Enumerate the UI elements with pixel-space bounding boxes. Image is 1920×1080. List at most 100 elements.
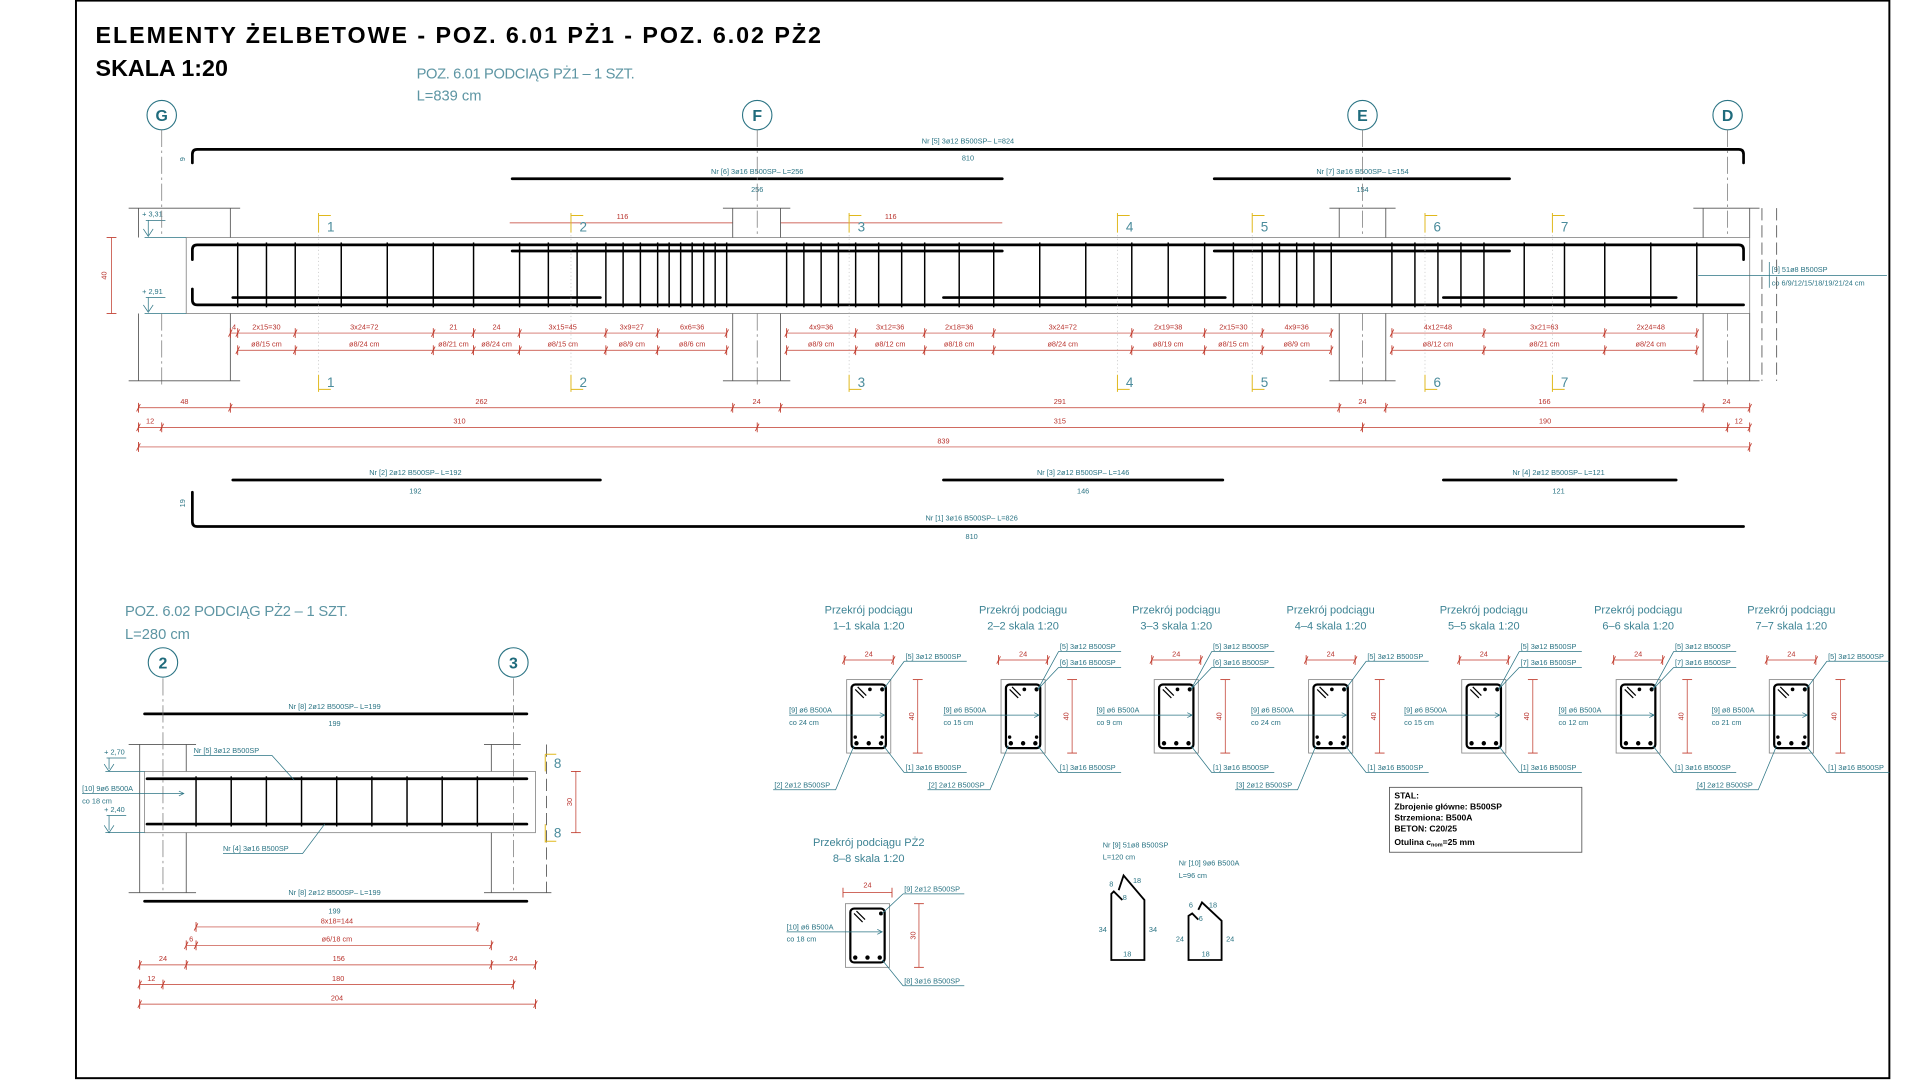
width-label: 24 bbox=[1172, 649, 1180, 658]
leader bbox=[1037, 745, 1122, 774]
section-subtitle: 7–7 skala 1:20 bbox=[1756, 620, 1828, 632]
rebar-dot bbox=[1020, 741, 1026, 746]
stirrup-hook bbox=[1009, 686, 1022, 699]
stirrup-diameter-label: ø8/9 cm bbox=[1283, 340, 1309, 349]
stirrup-spacing: co 15 cm bbox=[943, 718, 973, 727]
height-label: 40 bbox=[1677, 712, 1686, 720]
stirrup-diameter-label: ø8/15 cm bbox=[547, 340, 578, 349]
pz2-stirrup-spacing: co 18 cm bbox=[82, 796, 112, 805]
dimension-label: 24 bbox=[1722, 397, 1730, 406]
level-label: + 2,70 bbox=[104, 747, 125, 756]
pz2-level-top: + 2,70 bbox=[103, 747, 145, 773]
stirrup-diameter-label: ø8/24 cm bbox=[349, 340, 380, 349]
pz2-stirrup-leader bbox=[82, 790, 185, 797]
bottom-bar-label: [1] 3ø16 B500SP bbox=[1521, 763, 1577, 772]
section-title: Przekrój podciągu bbox=[825, 604, 913, 616]
shape-path bbox=[1110, 873, 1146, 961]
stirrup-label: [9] ø6 B500A bbox=[943, 706, 986, 715]
stirrup-hook bbox=[1624, 686, 1637, 699]
section-stirrup bbox=[1312, 683, 1349, 750]
stirrup-diameter-label: ø8/9 cm bbox=[808, 340, 834, 349]
bar-3-label: Nr [3] 2ø12 B500SP– L=146 bbox=[1037, 468, 1129, 477]
pz2-bar-5-leader bbox=[193, 755, 295, 781]
rebar-dot bbox=[868, 687, 872, 692]
leader bbox=[1404, 712, 1501, 718]
stirrup-spacing: co 24 cm bbox=[789, 718, 819, 727]
leader bbox=[1235, 745, 1317, 791]
pz2-bar-4-leader bbox=[222, 823, 325, 854]
grid-axis-bubble bbox=[498, 647, 529, 678]
bottom-left-bar-label: [4] 2ø12 B500SP bbox=[1697, 780, 1753, 789]
stirrup-label: [9] 51ø8 B500SP bbox=[1772, 265, 1828, 274]
column-outline bbox=[128, 207, 241, 382]
rebar-dot bbox=[880, 735, 884, 739]
beam-pz2-outline bbox=[144, 771, 536, 834]
section-cut-label: 1 bbox=[327, 375, 335, 390]
stirrup-diameter-label: ø8/21 cm bbox=[438, 340, 469, 349]
grid-axis-label: F bbox=[752, 108, 762, 125]
column-outline bbox=[722, 207, 791, 382]
rebar-dot bbox=[1186, 741, 1191, 746]
shape-dim: 8 bbox=[1123, 893, 1127, 902]
stirrup-hook bbox=[1777, 686, 1790, 699]
section-subtitle: 5–5 skala 1:20 bbox=[1448, 620, 1520, 632]
section-8-8: Przekrój podciągu PŻ2 8–8 skala 1:20 24 … bbox=[786, 836, 965, 987]
bottom-bar-label: [1] 3ø16 B500SP bbox=[1367, 763, 1423, 772]
grid-axis-label: E bbox=[1357, 108, 1368, 125]
section-concrete bbox=[1615, 679, 1661, 754]
shape-dim: 6 bbox=[1199, 914, 1203, 923]
legend-cover: Otulina cnom=25 mm bbox=[1394, 837, 1475, 849]
bar-4-label: Nr [4] 2ø12 B500SP– L=121 bbox=[1512, 468, 1604, 477]
rebar-dot bbox=[1623, 741, 1629, 746]
rebar-dot bbox=[853, 735, 857, 739]
shape-dim: 18 bbox=[1123, 949, 1131, 958]
dimension-label: ø6/18 cm bbox=[322, 935, 353, 944]
leader bbox=[789, 712, 886, 718]
spacing-label: 4x9=36 bbox=[809, 322, 833, 331]
pz2-columns bbox=[128, 678, 552, 894]
bar-1-bend: 19 bbox=[178, 499, 187, 507]
stirrup-diameter-label: ø8/24 cm bbox=[481, 340, 512, 349]
stirrup-diameter-label: ø8/21 cm bbox=[1529, 340, 1560, 349]
leader bbox=[1652, 666, 1737, 690]
dimension-label: 180 bbox=[332, 974, 344, 983]
leader bbox=[1037, 651, 1122, 690]
top-bar-label: [5] 3ø12 B500SP bbox=[1521, 642, 1577, 651]
column-outline bbox=[1693, 207, 1760, 382]
dimension-label: 24 bbox=[509, 954, 517, 963]
shape-dim: 34 bbox=[1099, 925, 1107, 934]
grid-axis-label: 3 bbox=[509, 656, 518, 673]
level-label: + 2,91 bbox=[142, 287, 163, 296]
bar-5-label: Nr [5] 3ø12 B500SP– L=824 bbox=[922, 136, 1014, 145]
legend-main-steel: Zbrojenie główne: B500SP bbox=[1394, 801, 1502, 811]
dimension-label: 310 bbox=[453, 417, 465, 426]
stirrup-diameter-label: ø8/24 cm bbox=[1047, 340, 1078, 349]
rebar-dot bbox=[879, 911, 883, 916]
stirrup-spacing: co 12 cm bbox=[1559, 718, 1589, 727]
rebar-dot bbox=[1008, 741, 1014, 746]
section-concrete bbox=[1153, 679, 1199, 754]
bar-8-top-length: 199 bbox=[328, 719, 340, 728]
legend-stirrups: Strzemiona: B500A bbox=[1394, 812, 1472, 822]
rebar-dot bbox=[1187, 687, 1192, 692]
section-cut-marker bbox=[318, 213, 331, 392]
section-stirrup bbox=[849, 907, 886, 964]
bottom-bar-label: [8] 3ø16 B500SP bbox=[904, 976, 960, 985]
rebar-dot bbox=[1483, 687, 1487, 692]
section-title: Przekrój podciągu bbox=[1440, 604, 1528, 616]
rebar-dot bbox=[1648, 741, 1653, 746]
rebar-dot bbox=[1033, 741, 1038, 746]
top-bar-label: [5] 3ø12 B500SP bbox=[905, 652, 961, 661]
grid-axis-label: D bbox=[1722, 108, 1734, 125]
dimension-label: 190 bbox=[1539, 417, 1551, 426]
section-cut-marker bbox=[1251, 213, 1265, 392]
rebar-dot bbox=[1637, 687, 1642, 692]
stirrup-label: [10] ø6 B500A bbox=[787, 922, 834, 931]
bottom-bar-label: [1] 3ø16 B500SP bbox=[1828, 763, 1884, 772]
pz1-heading: POZ. 6.01 PODCIĄG PŻ1 – 1 SZT. bbox=[417, 64, 635, 82]
grid-axis-bubble bbox=[147, 647, 179, 678]
section-cut-label: 5 bbox=[1261, 375, 1269, 390]
